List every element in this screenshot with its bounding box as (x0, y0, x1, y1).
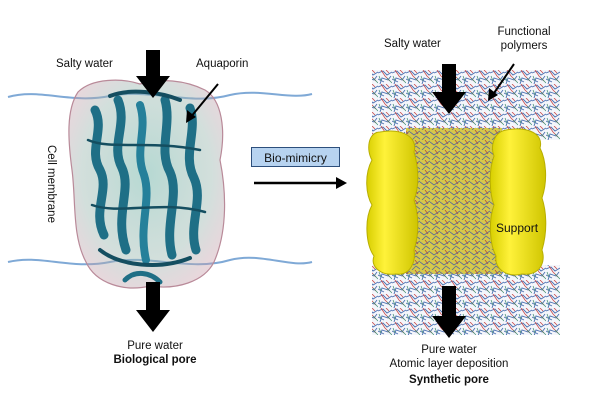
bio-mimicry-box: Bio-mimicry (251, 147, 340, 167)
synthetic-channel (406, 128, 502, 274)
label-salty-water-synth: Salty water (384, 38, 441, 50)
arrow-salty-water-in-bio (136, 50, 170, 98)
label-biological-pore: Biological pore (113, 354, 197, 366)
arrow-functional-polymers-pointer (491, 63, 515, 97)
support-right (489, 128, 547, 276)
label-polymers: polymers (500, 40, 548, 52)
label-synthetic-pore: Synthetic pore (409, 374, 489, 386)
functional-polymers-bottom (372, 265, 560, 335)
aquaporin-helices (86, 89, 207, 285)
arrow-functional-polymers-head (488, 88, 498, 101)
support-left (366, 130, 419, 275)
label-pure-water-synth: Pure water (421, 344, 477, 356)
label-cell-membrane: Cell membrane (45, 145, 57, 223)
arrow-aquaporin-head (186, 110, 196, 123)
label-atomic-layer-deposition: Atomic layer deposition (389, 358, 509, 370)
arrow-pure-water-out-bio (136, 282, 170, 332)
label-pure-water-bio: Pure water (127, 340, 183, 352)
label-functional: Functional (497, 26, 551, 38)
label-aquaporin: Aquaporin (196, 58, 249, 70)
label-salty-water-bio: Salty water (56, 58, 113, 70)
arrow-pure-water-out-synth (432, 286, 466, 338)
arrow-bio-mimicry-head (336, 177, 347, 189)
arrow-salty-water-in-synth (432, 64, 466, 114)
label-support: Support (496, 221, 539, 235)
